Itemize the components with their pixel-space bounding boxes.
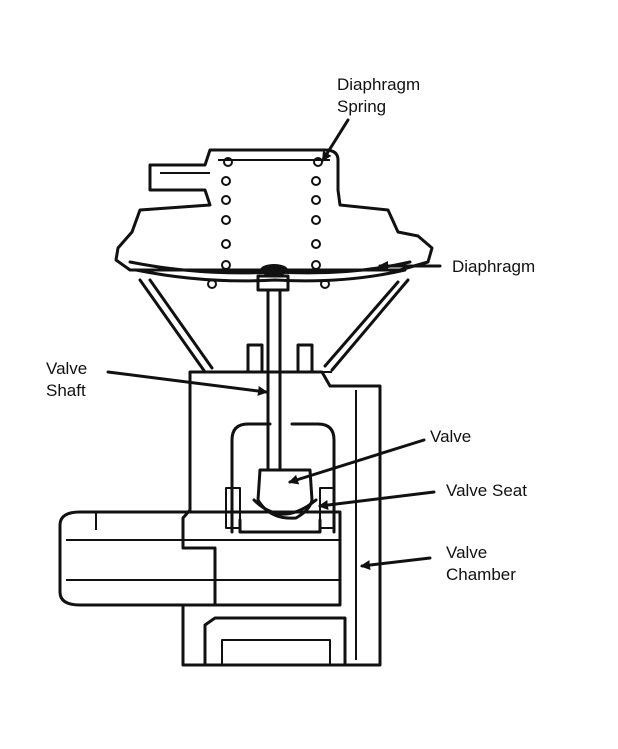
leader-valve-seat bbox=[318, 490, 436, 510]
label-diaphragm-spring-line1: Diaphragm bbox=[337, 75, 420, 94]
label-valve-shaft-line1: Valve bbox=[46, 359, 87, 378]
label-valve-chamber-line1: Valve bbox=[446, 543, 487, 562]
label-valve: Valve bbox=[430, 427, 471, 446]
diaphragm-spring bbox=[207, 157, 330, 289]
label-diaphragm-spring-line2: Spring bbox=[337, 97, 386, 116]
labels: Diaphragm Spring Diaphragm Valve Shaft V… bbox=[46, 75, 535, 584]
leader-valve-chamber bbox=[360, 556, 432, 571]
leader-diaphragm-spring bbox=[321, 118, 350, 162]
valve-head bbox=[252, 468, 318, 520]
valve-body bbox=[58, 370, 382, 667]
valve-shaft bbox=[256, 264, 290, 470]
label-valve-seat: Valve Seat bbox=[446, 481, 527, 500]
valve-chamber-cavity bbox=[225, 422, 336, 534]
diaphragm-housing bbox=[114, 148, 434, 374]
label-valve-shaft-line2: Shaft bbox=[46, 381, 86, 400]
leader-valve bbox=[288, 438, 426, 485]
leader-valve-shaft bbox=[106, 370, 268, 396]
label-valve-chamber-line2: Chamber bbox=[446, 565, 516, 584]
label-diaphragm: Diaphragm bbox=[452, 257, 535, 276]
neck bbox=[246, 343, 314, 374]
leader-lines bbox=[106, 118, 442, 571]
